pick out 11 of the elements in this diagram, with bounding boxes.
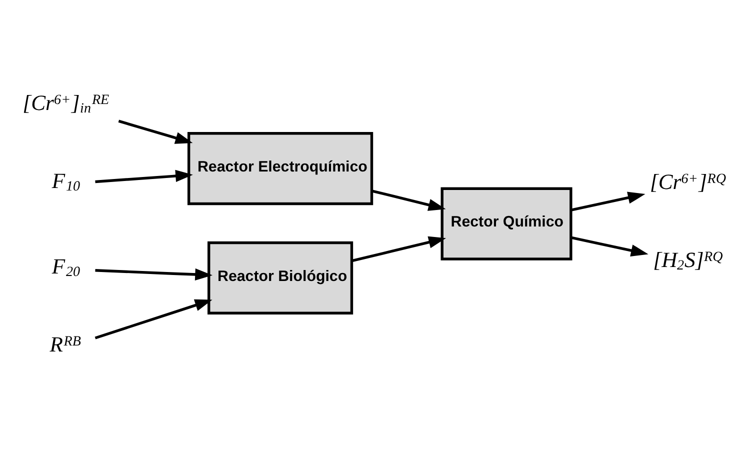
node-box: Reactor Biológico: [208, 241, 354, 314]
arrow: [372, 190, 446, 211]
arrow: [352, 236, 446, 262]
node-box: Reactor Electroquímico: [187, 132, 374, 206]
arrow: [95, 268, 212, 281]
arrow: [570, 192, 646, 212]
node-box: Rector Químico: [440, 187, 572, 260]
arrow: [95, 170, 193, 184]
arrow: [118, 120, 193, 144]
arrow: [570, 236, 648, 256]
arrow: [94, 299, 212, 340]
